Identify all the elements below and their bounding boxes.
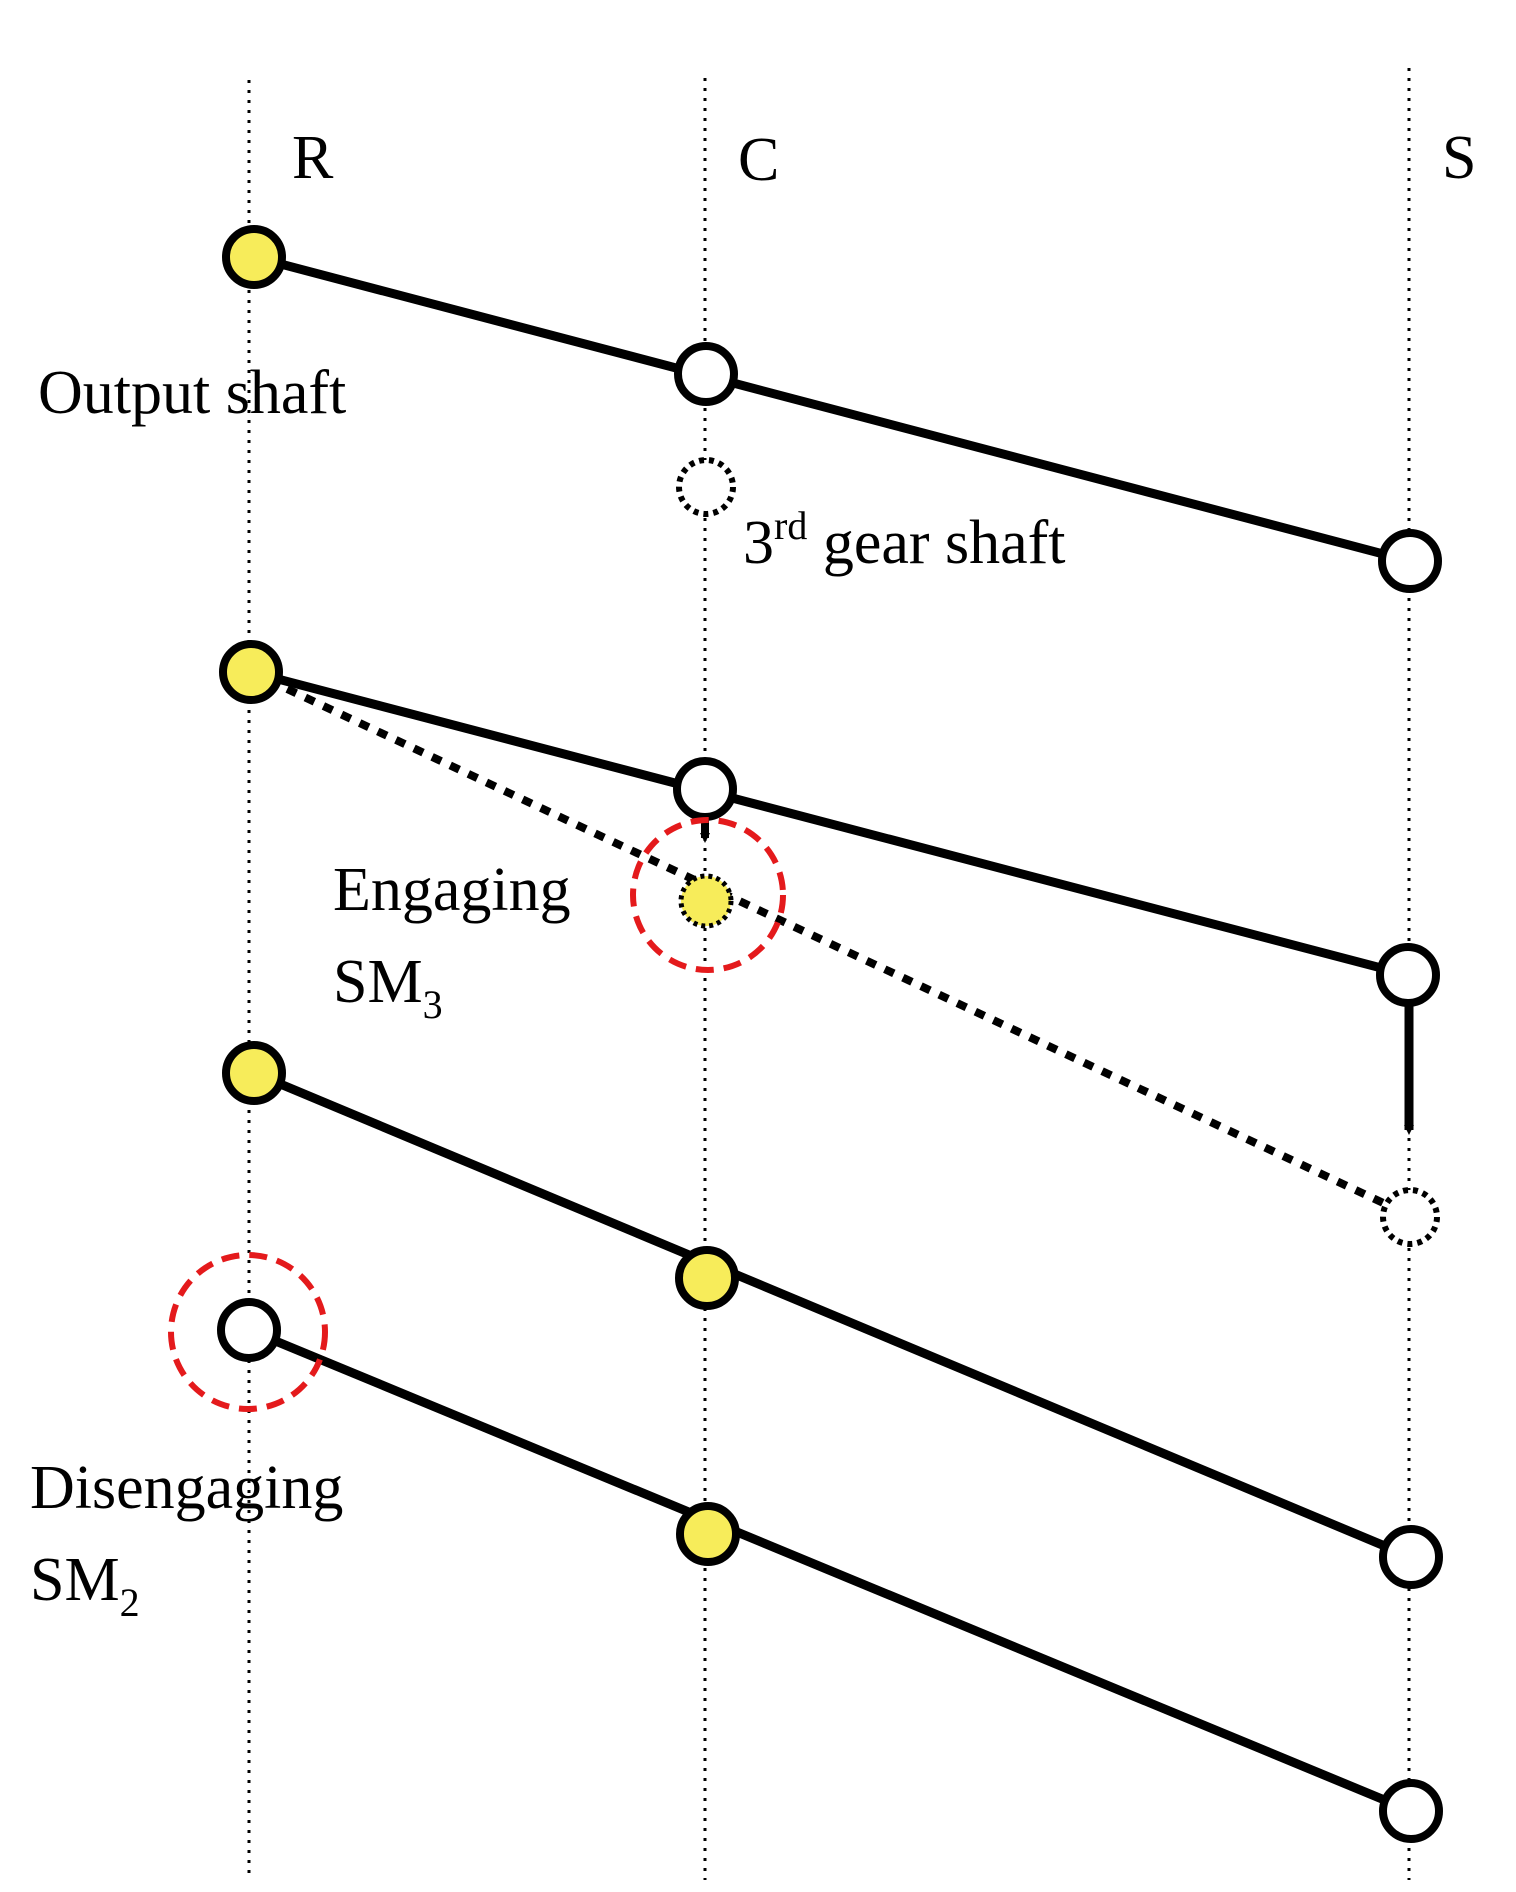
engaging-label: Engaging <box>333 856 571 924</box>
engaging-target-node <box>678 873 734 929</box>
output-shaft-label: Output shaft <box>38 359 346 427</box>
lever-2-dotted-line <box>249 668 1411 1219</box>
engaging-highlight-ring <box>630 817 786 973</box>
third-gear-shaft-node <box>676 457 736 517</box>
disengaging-label: Disengaging <box>30 1454 343 1522</box>
engaging-sm3-label: SM3 <box>333 948 443 1027</box>
disengaging-highlight-ring <box>168 1252 328 1412</box>
lever-3-line <box>252 1068 1413 1562</box>
disengaging-sm2-label: SM2 <box>30 1546 140 1625</box>
s-target-node <box>1380 1187 1440 1247</box>
lever-4-line <box>247 1325 1413 1816</box>
lever-2-s-node <box>1376 943 1440 1007</box>
axis-r-label: R <box>292 124 334 192</box>
lever-3-r-node <box>222 1041 286 1105</box>
lever-1-c-node <box>674 342 738 406</box>
lever-1-r-node <box>222 225 286 289</box>
lever-2-c-node <box>673 757 737 821</box>
third-gear-shaft-label: 3rd gear shaft <box>743 503 1066 577</box>
axis-s-label: S <box>1442 124 1476 192</box>
lever-4-s-node <box>1379 1779 1443 1843</box>
lever-4-c-node <box>676 1502 740 1566</box>
lever-4-r-node <box>217 1298 281 1362</box>
lever-1-s-node <box>1378 529 1442 593</box>
axis-c-label: C <box>738 126 779 194</box>
lever-2-line <box>249 667 1410 980</box>
lever-1-line <box>252 252 1412 566</box>
lever-3-s-node <box>1379 1525 1443 1589</box>
lever-3-c-node <box>675 1246 739 1310</box>
lever-2-r-node <box>219 640 283 704</box>
